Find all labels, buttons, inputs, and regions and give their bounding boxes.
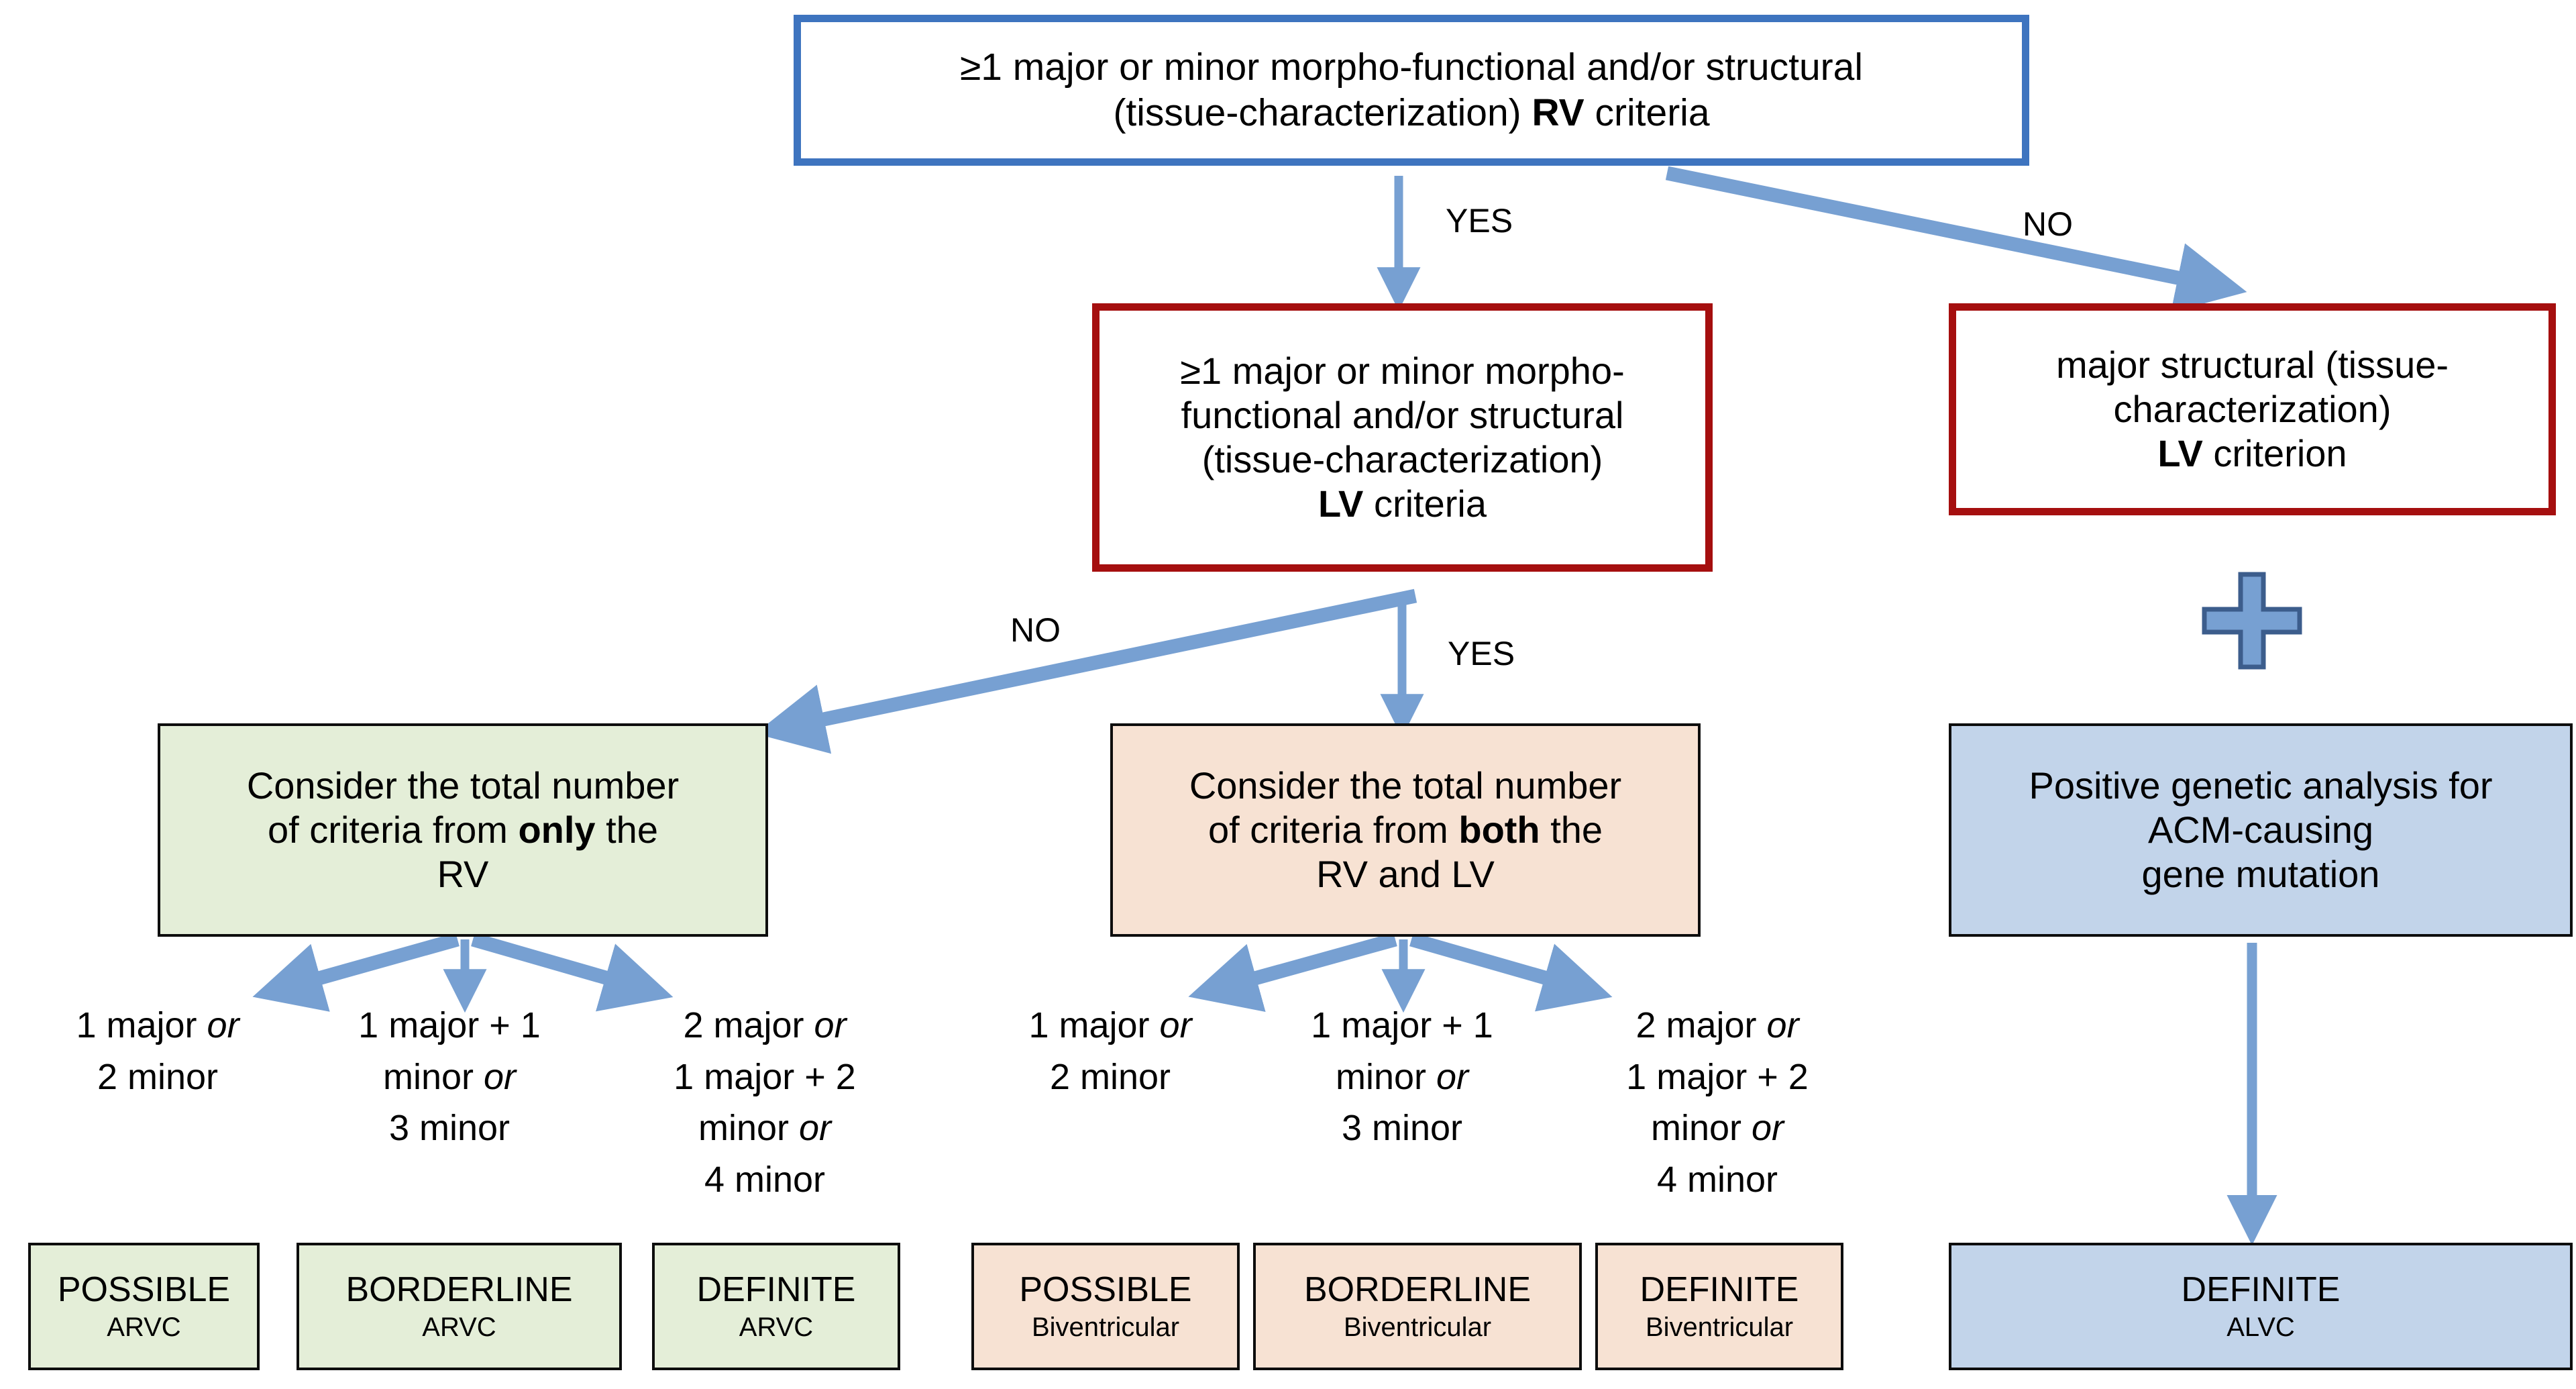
genetic-line1: Positive genetic analysis for <box>2029 764 2493 807</box>
node-genetic-analysis[interactable]: Positive genetic analysis for ACM-causin… <box>1949 723 2573 937</box>
criteria-rv-col3-line4: 4 minor <box>704 1160 826 1200</box>
arrow-biv-fan-right <box>1409 932 1613 1012</box>
result-definite-alvc[interactable]: DEFINITE ALVC <box>1949 1243 2573 1370</box>
node-consider-both[interactable]: Consider the total number of criteria fr… <box>1110 723 1701 937</box>
lv-major-line3-suffix: criterion <box>2202 432 2347 475</box>
label-mid-no: NO <box>1010 611 1061 649</box>
genetic-line2: ACM-causing <box>2147 808 2374 851</box>
arrow-top-no <box>1665 166 2247 313</box>
consider-both-line3: RV and LV <box>1316 853 1495 896</box>
result-definite-arvc-disease: ARVC <box>739 1313 814 1343</box>
arrow-biv-fan-left <box>1188 932 1397 1013</box>
result-borderline-arvc[interactable]: BORDERLINE ARVC <box>297 1243 622 1370</box>
result-definite-arvc-verdict: DEFINITE <box>696 1270 856 1309</box>
plus-icon <box>2202 572 2302 670</box>
result-definite-biventricular-disease: Biventricular <box>1645 1313 1794 1343</box>
criteria-rv-col3-line3: minor or <box>698 1108 832 1149</box>
criteria-biv-col2-line2: minor or <box>1335 1056 1469 1097</box>
criteria-rv-col1-line1: 1 major or <box>76 1005 239 1045</box>
consider-both-line1: Consider the total number <box>1189 764 1622 807</box>
consider-both-line2-bold: both <box>1458 808 1540 851</box>
criteria-rv-col3: 2 major or 1 major + 2 minor or 4 minor <box>617 1000 912 1206</box>
rv-criteria-line2: (tissue-characterization) RV criteria <box>816 91 2007 136</box>
rv-criteria-line2-bold: RV <box>1532 91 1585 134</box>
consider-both-line2-suffix: the <box>1540 808 1603 851</box>
lv-major-line1: major structural (tissue- <box>2055 343 2449 386</box>
criteria-rv-col2-line2: minor or <box>382 1056 517 1097</box>
criteria-biv-col3-line3: minor or <box>1650 1108 1784 1149</box>
result-definite-biventricular[interactable]: DEFINITE Biventricular <box>1595 1243 1843 1370</box>
consider-rv-line1: Consider the total number <box>246 764 680 807</box>
consider-both-line2: of criteria from both the <box>1128 808 1683 852</box>
result-borderline-biventricular[interactable]: BORDERLINE Biventricular <box>1253 1243 1582 1370</box>
criteria-rv-col1-line2: 2 minor <box>97 1056 219 1097</box>
criteria-biv-col3: 2 major or 1 major + 2 minor or 4 minor <box>1570 1000 1865 1206</box>
criteria-biv-col1-line2: 2 minor <box>1049 1056 1171 1097</box>
rv-criteria-line2-prefix: (tissue-characterization) <box>1113 91 1532 134</box>
label-top-yes: YES <box>1446 202 1513 240</box>
criteria-biv-col2-line1: 1 major + 1 <box>1311 1005 1493 1045</box>
criteria-biv-col2: 1 major + 1 minor or 3 minor <box>1261 1000 1543 1154</box>
lv-criteria-line4-suffix: criteria <box>1363 482 1487 525</box>
node-consider-rv-only[interactable]: Consider the total number of criteria fr… <box>158 723 768 937</box>
node-lv-major-structural[interactable]: major structural (tissue- characterizati… <box>1949 303 2556 515</box>
consider-rv-line3: RV <box>437 853 489 896</box>
lv-criteria-line3: (tissue-characterization) <box>1201 438 1603 480</box>
result-borderline-arvc-disease: ARVC <box>422 1313 496 1343</box>
consider-both-line2-prefix: of criteria from <box>1208 808 1459 851</box>
lv-major-line2: characterization) <box>2113 387 2392 430</box>
criteria-rv-col2: 1 major + 1 minor or 3 minor <box>309 1000 590 1154</box>
arrow-rv-fan-right <box>471 932 674 1012</box>
result-definite-arvc[interactable]: DEFINITE ARVC <box>652 1243 900 1370</box>
result-possible-arvc-disease: ARVC <box>107 1313 181 1343</box>
consider-rv-line2: of criteria from only the <box>175 808 751 852</box>
criteria-biv-col3-line2: 1 major + 2 <box>1626 1056 1809 1097</box>
consider-rv-line2-prefix: of criteria from <box>268 808 519 851</box>
result-possible-biventricular-disease: Biventricular <box>1031 1313 1180 1343</box>
criteria-rv-col2-line1: 1 major + 1 <box>358 1005 541 1045</box>
rv-criteria-line1: ≥1 major or minor morpho-functional and/… <box>959 46 1863 89</box>
criteria-biv-col3-line4: 4 minor <box>1656 1160 1778 1200</box>
lv-criteria-line4-bold: LV <box>1318 482 1364 525</box>
arrow-rv-fan-left <box>252 932 460 1012</box>
result-borderline-biventricular-verdict: BORDERLINE <box>1303 1270 1532 1309</box>
criteria-rv-col3-line1: 2 major or <box>683 1005 847 1045</box>
result-borderline-biventricular-disease: Biventricular <box>1343 1313 1492 1343</box>
lv-criteria-line2: functional and/or structural <box>1181 393 1624 436</box>
label-mid-yes: YES <box>1448 635 1515 672</box>
criteria-biv-col1: 1 major or 2 minor <box>976 1000 1244 1102</box>
result-possible-biventricular-verdict: POSSIBLE <box>1019 1270 1192 1309</box>
result-definite-alvc-disease: ALVC <box>2226 1313 2295 1343</box>
result-possible-arvc[interactable]: POSSIBLE ARVC <box>28 1243 260 1370</box>
criteria-biv-col1-line1: 1 major or <box>1028 1005 1192 1045</box>
rv-criteria-line2-suffix: criteria <box>1584 91 1710 134</box>
consider-rv-line2-bold: only <box>518 808 596 851</box>
lv-major-line3-bold: LV <box>2157 432 2203 475</box>
node-lv-criteria[interactable]: ≥1 major or minor morpho- functional and… <box>1092 303 1713 572</box>
genetic-line3: gene mutation <box>2141 853 2380 896</box>
node-rv-criteria[interactable]: ≥1 major or minor morpho-functional and/… <box>794 15 2029 166</box>
label-top-no: NO <box>2023 205 2073 243</box>
criteria-rv-col1: 1 major or 2 minor <box>23 1000 292 1102</box>
lv-criteria-line4: LV criteria <box>1114 482 1690 526</box>
criteria-biv-col3-line1: 2 major or <box>1635 1005 1799 1045</box>
result-definite-alvc-verdict: DEFINITE <box>2181 1270 2341 1309</box>
result-definite-biventricular-verdict: DEFINITE <box>1640 1270 1799 1309</box>
consider-rv-line2-suffix: the <box>595 808 658 851</box>
criteria-rv-col2-line3: 3 minor <box>388 1108 511 1149</box>
criteria-biv-col2-line3: 3 minor <box>1341 1108 1463 1149</box>
criteria-rv-col3-line2: 1 major + 2 <box>674 1056 856 1097</box>
lv-criteria-line1: ≥1 major or minor morpho- <box>1180 349 1625 392</box>
result-borderline-arvc-verdict: BORDERLINE <box>345 1270 573 1309</box>
arrow-mid-no <box>755 588 1417 754</box>
result-possible-biventricular[interactable]: POSSIBLE Biventricular <box>971 1243 1240 1370</box>
result-possible-arvc-verdict: POSSIBLE <box>57 1270 231 1309</box>
lv-major-line3: LV criterion <box>1971 431 2534 476</box>
